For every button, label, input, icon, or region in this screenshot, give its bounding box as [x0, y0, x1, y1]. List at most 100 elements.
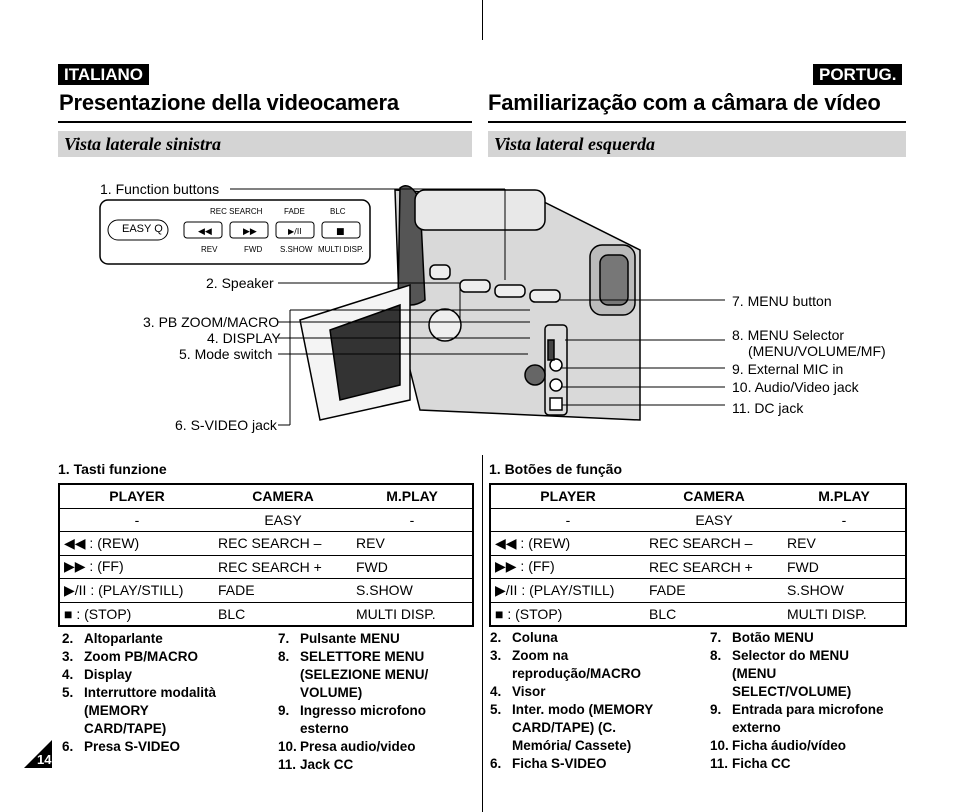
- table-cell: ■ : (STOP): [59, 602, 214, 627]
- item-list-left-b: 7.Pulsante MENU 8.SELETTORE MENU (SELEZI…: [278, 630, 468, 774]
- panel-sshow-label: S.SHOW: [280, 245, 313, 254]
- table-header: M.PLAY: [352, 484, 473, 509]
- table-cell: MULTI DISP.: [352, 602, 473, 627]
- table-cell: ◀◀ : (REW): [59, 531, 214, 556]
- table-cell: REC SEARCH +: [214, 555, 352, 579]
- list-number: 9.: [278, 703, 290, 718]
- table-row: ▶▶ : (FF) REC SEARCH + FWD: [490, 555, 906, 579]
- callout-menu-selector-sub: (MENU/VOLUME/MF): [748, 343, 886, 359]
- panel-rec-search-label: REC SEARCH: [210, 207, 263, 216]
- table-cell: -: [490, 508, 645, 532]
- table-cell: ▶▶ : (FF): [490, 555, 645, 579]
- table-heading-left: 1. Tasti funzione: [58, 461, 167, 477]
- function-table-left: PLAYER CAMERA M.PLAY - EASY - ◀◀ : (REW)…: [58, 483, 474, 627]
- table-cell: ◀◀ : (REW): [490, 531, 645, 556]
- callout-display: 4. DISPLAY: [207, 330, 281, 346]
- callout-external-mic: 9. External MIC in: [732, 361, 844, 377]
- table-cell: FADE: [645, 578, 783, 603]
- table-row: ◀◀ : (REW) REC SEARCH – REV: [490, 531, 906, 556]
- svg-text:■: ■: [336, 227, 345, 237]
- table-heading-right: 1. Botões de função: [489, 461, 623, 477]
- page-number-triangle: [24, 740, 52, 768]
- table-row: ■ : (STOP) BLC MULTI DISP.: [59, 602, 473, 627]
- table-row: - EASY -: [59, 508, 473, 532]
- table-row: ■ : (STOP) BLC MULTI DISP.: [490, 602, 906, 627]
- list-number: 4.: [62, 667, 74, 682]
- table-cell: ▶/II : (PLAY/STILL): [59, 578, 214, 603]
- table-header: CAMERA: [214, 484, 352, 509]
- list-text: Interruttore modalità (MEMORY CARD/TAPE): [84, 685, 217, 736]
- list-item: 10.Presa audio/video: [278, 738, 468, 756]
- subtitle-portug: Vista lateral esquerda: [494, 134, 656, 154]
- table-header-row: PLAYER CAMERA M.PLAY: [490, 484, 906, 509]
- list-number: 4.: [490, 684, 502, 699]
- table-cell: FWD: [352, 555, 473, 579]
- svg-text:◀◀: ◀◀: [198, 227, 212, 237]
- table-cell: MULTI DISP.: [783, 602, 906, 627]
- list-text: Ficha áudio/vídeo: [732, 738, 847, 753]
- table-header-row: PLAYER CAMERA M.PLAY: [59, 484, 473, 509]
- title-rule-left: [58, 121, 472, 123]
- table-row: ▶▶ : (FF) REC SEARCH + FWD: [59, 555, 473, 579]
- list-item: 2.Coluna: [490, 629, 700, 647]
- panel-multidisp-label: MULTI DISP.: [318, 245, 364, 254]
- list-item: 6.Presa S-VIDEO: [62, 738, 252, 756]
- list-text: Presa audio/video: [300, 739, 416, 754]
- callout-function-buttons: 1. Function buttons: [100, 181, 220, 197]
- page-number: 14: [37, 752, 52, 767]
- list-item: 7.Botão MENU: [710, 629, 910, 647]
- list-item: 5. Inter. modo (MEMORY CARD/TAPE) (C. Mem…: [490, 701, 700, 755]
- list-number: 6.: [62, 739, 74, 754]
- list-number: 7.: [278, 631, 290, 646]
- list-number: 5.: [490, 702, 502, 717]
- list-item: 3.Zoom PB/MACRO: [62, 648, 252, 666]
- list-number: 10.: [710, 738, 729, 753]
- list-number: 7.: [710, 630, 722, 645]
- table-row: ▶/II : (PLAY/STILL) FADE S.SHOW: [490, 578, 906, 603]
- table-cell: ▶/II : (PLAY/STILL): [490, 578, 645, 603]
- list-item: 8.SELETTORE MENU (SELEZIONE MENU/ VOLUME…: [278, 648, 468, 702]
- table-cell: EASY: [214, 508, 352, 532]
- subtitle-bar-left: Vista laterale sinistra: [58, 131, 472, 157]
- list-item: 4.Visor: [490, 683, 700, 701]
- title-rule-right: [488, 121, 906, 123]
- function-button-panel: ◀◀ ▶▶ ▶/II ■: [99, 199, 371, 265]
- list-text: Altoparlante: [84, 631, 163, 646]
- callout-s-video: 6. S-VIDEO jack: [175, 417, 277, 433]
- table-row: - EASY -: [490, 508, 906, 532]
- table-row: ◀◀ : (REW) REC SEARCH – REV: [59, 531, 473, 556]
- list-text: Ficha CC: [732, 756, 791, 771]
- panel-easy-label: EASY Q: [122, 223, 163, 235]
- leader-lines: [230, 188, 725, 426]
- callout-menu-selector: 8. MENU Selector: [732, 327, 845, 343]
- table-header: PLAYER: [59, 484, 214, 509]
- panel-fade-label: FADE: [284, 207, 305, 216]
- callout-speaker: 2. Speaker: [206, 275, 274, 291]
- list-number: 11.: [710, 756, 729, 771]
- page-title-portug: Familiarização com a câmara de vídeo: [488, 90, 881, 115]
- list-number: 8.: [710, 648, 722, 663]
- list-text: Zoom na reprodução/MACRO: [512, 648, 642, 681]
- table-header: CAMERA: [645, 484, 783, 509]
- table-cell: -: [59, 508, 214, 532]
- table-cell: S.SHOW: [783, 578, 906, 603]
- camcorder-body: [299, 185, 641, 421]
- list-number: 6.: [490, 756, 502, 771]
- table-cell: REV: [783, 531, 906, 556]
- list-number: 3.: [62, 649, 74, 664]
- list-text: Inter. modo (MEMORY CARD/TAPE) (C. Memór…: [512, 702, 654, 753]
- list-item: 9.Ingresso microfono esterno: [278, 702, 468, 738]
- svg-text:▶▶: ▶▶: [243, 227, 257, 237]
- list-text: Ficha S-VIDEO: [512, 756, 607, 771]
- list-item: 9.Entrada para microfone externo: [710, 701, 910, 737]
- callout-pb-zoom: 3. PB ZOOM/MACRO: [143, 314, 280, 330]
- svg-text:▶/II: ▶/II: [288, 227, 302, 236]
- list-item: 8.Selector do MENU (MENU SELECT/VOLUME): [710, 647, 910, 701]
- panel-rev-label: REV: [201, 245, 218, 254]
- table-cell: ▶▶ : (FF): [59, 555, 214, 579]
- item-list-left-a: 2.Altoparlante 3.Zoom PB/MACRO 4.Display…: [62, 630, 252, 756]
- list-item: 4.Display: [62, 666, 252, 684]
- table-cell: FADE: [214, 578, 352, 603]
- list-number: 8.: [278, 649, 290, 664]
- list-number: 5.: [62, 685, 74, 700]
